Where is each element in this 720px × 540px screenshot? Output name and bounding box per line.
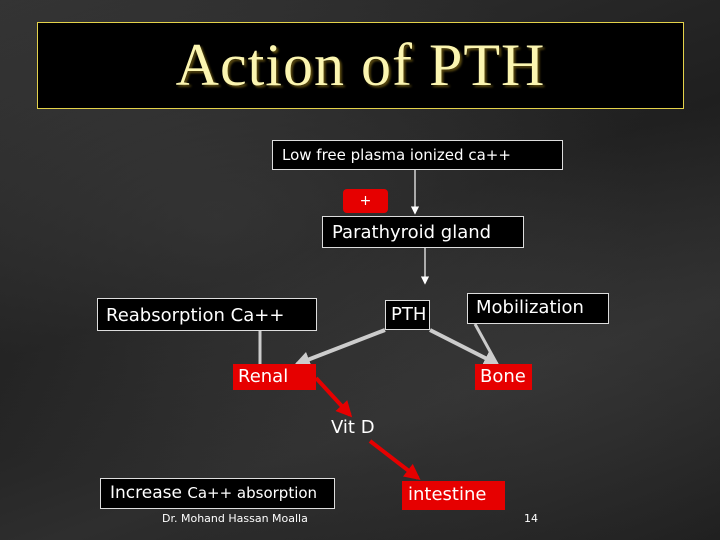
stimulus-badge: + (343, 189, 388, 213)
page-number: 14 (524, 512, 538, 525)
vit-d-label: Vit D (331, 417, 375, 438)
mobilization-box: Mobilization (467, 293, 609, 324)
reabsorption-box: Reabsorption Ca++ (97, 298, 317, 331)
arrow-pth-to-bone (429, 328, 500, 366)
arrow-vitd-to-intestine (368, 439, 421, 480)
increase-absorption-box: Increase Ca++ absorption (100, 478, 335, 509)
author-footer: Dr. Mohand Hassan Moalla (162, 512, 308, 525)
increase-rest: Ca++ absorption (187, 484, 318, 502)
increase-lead: Increase (110, 483, 188, 503)
low-calcium-box: Low free plasma ionized ca++ (272, 140, 563, 170)
parathyroid-box: Parathyroid gland (322, 216, 524, 248)
arrow-renal-to-vitd (314, 376, 353, 418)
title-banner: Action of PTH (37, 22, 684, 109)
pth-box: PTH (385, 300, 430, 330)
line-mobilization-to-bone (473, 323, 499, 365)
intestine-box: intestine (402, 481, 505, 510)
bone-box: Bone (475, 364, 532, 390)
slide-title: Action of PTH (175, 32, 546, 98)
arrow-pth-to-renal (294, 328, 386, 367)
renal-box: Renal (233, 364, 316, 390)
